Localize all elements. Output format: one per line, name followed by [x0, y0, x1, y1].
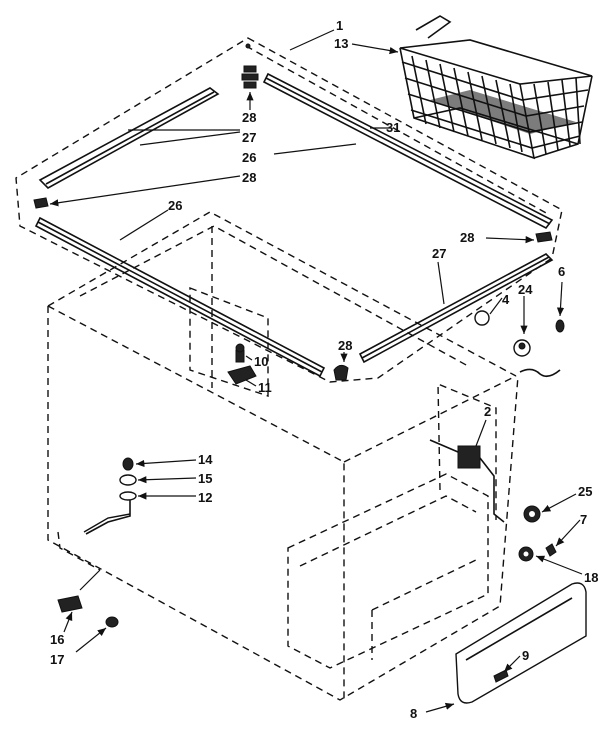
- callout-11: 11: [258, 380, 272, 395]
- callout-18: 18: [584, 570, 598, 585]
- callout-28-front: 28: [338, 338, 352, 353]
- gasket-strip-right: [358, 253, 554, 364]
- key-17: [105, 616, 119, 628]
- bracket-11: [227, 365, 257, 385]
- screw-6: [555, 319, 565, 333]
- callout-8: 8: [410, 706, 417, 721]
- washer-15: [119, 474, 137, 486]
- screw-9: [493, 669, 509, 683]
- cabinet-outline: [47, 211, 519, 701]
- hinge-left: [33, 197, 49, 209]
- gasket-strip-left: [38, 87, 220, 189]
- lid-outline: [15, 37, 563, 383]
- hinge-right: [535, 231, 553, 243]
- callout-labels: 1 13 28 27 31 26 28 26 28 27 6 24 4 28 1…: [50, 18, 598, 721]
- latch-handle-12: [83, 491, 137, 535]
- callout-26-front: 26: [168, 198, 182, 213]
- gasket-strip-top: [262, 72, 554, 230]
- callout-17: 17: [50, 652, 64, 667]
- inner-panel-outline: [189, 286, 269, 397]
- knob-25: [523, 505, 541, 523]
- screw-10: [235, 343, 245, 363]
- callout-26-top: 26: [242, 150, 256, 165]
- bushing-24: [513, 339, 531, 357]
- nut-4: [474, 310, 490, 326]
- callout-25: 25: [578, 484, 592, 499]
- gasket-strip-front: [34, 216, 326, 378]
- callout-9: 9: [522, 648, 529, 663]
- callout-10: 10: [254, 354, 268, 369]
- grommet-18: [518, 546, 534, 562]
- hinge-top: [241, 43, 259, 89]
- screw-7: [545, 543, 557, 557]
- callout-24: 24: [518, 282, 533, 297]
- compressor-compartment: [287, 382, 497, 669]
- leader-lines: [49, 29, 583, 713]
- callout-2: 2: [484, 404, 491, 419]
- thermostat-2: [429, 439, 505, 523]
- callout-31: 31: [386, 120, 400, 135]
- lock-16: [57, 595, 83, 613]
- callout-1: 1: [336, 18, 343, 33]
- cap-14: [122, 457, 134, 471]
- access-panel-8: [455, 582, 587, 704]
- callout-6: 6: [558, 264, 565, 279]
- hinge-front: [333, 364, 349, 381]
- callout-12: 12: [198, 490, 212, 505]
- callout-7: 7: [580, 512, 587, 527]
- callout-28-top: 28: [242, 110, 256, 125]
- callout-16: 16: [50, 632, 64, 647]
- callout-27-left: 27: [242, 130, 256, 145]
- callout-28-right: 28: [460, 230, 474, 245]
- callout-15: 15: [198, 471, 212, 486]
- wire-basket: [399, 15, 593, 160]
- callout-27-right: 27: [432, 246, 446, 261]
- cord-symbol: [519, 368, 561, 378]
- callout-13: 13: [334, 36, 348, 51]
- callout-14: 14: [198, 452, 213, 467]
- callout-28-left: 28: [242, 170, 256, 185]
- callout-4: 4: [502, 292, 510, 307]
